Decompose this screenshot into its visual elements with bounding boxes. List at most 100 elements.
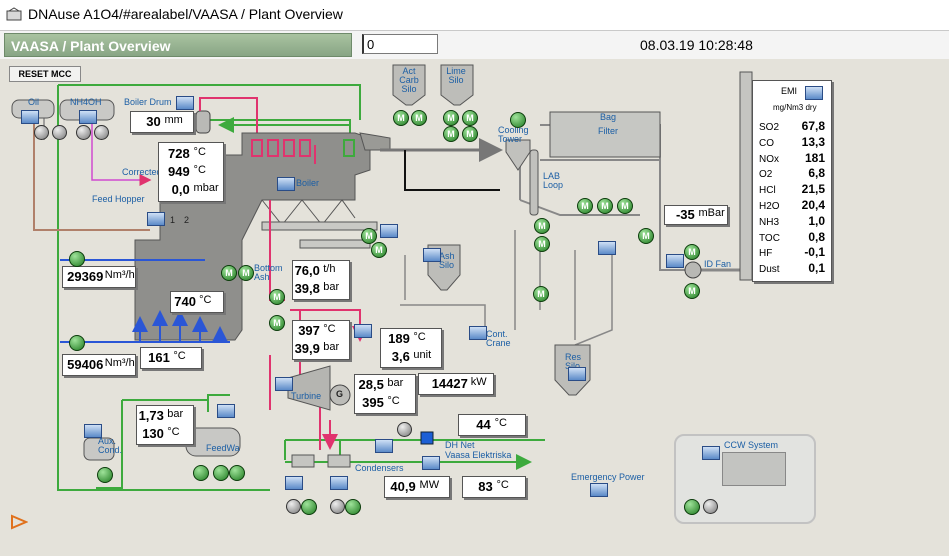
motor-bottom-ash-4[interactable]: M (269, 315, 285, 331)
ash-silo-button[interactable] (423, 248, 441, 262)
label-boiler-drum: Boiler Drum (124, 97, 172, 107)
condensate-valve-1[interactable] (286, 499, 301, 514)
label-corrected: Corrected (122, 167, 162, 177)
feedwater-pump-2[interactable] (213, 465, 229, 481)
nh4oh-valve-1[interactable] (76, 125, 91, 140)
cont-crane-button[interactable] (469, 326, 487, 340)
boiler-drum-button[interactable] (176, 96, 194, 110)
reset-mcc-button[interactable]: RESET MCC (9, 66, 81, 82)
ccw-valve[interactable] (703, 499, 718, 514)
aux-cond-button[interactable] (84, 424, 102, 438)
live-steam-pressure-unit: bar (323, 341, 340, 353)
turbine-button[interactable] (275, 377, 293, 391)
feedwater-pump-3[interactable] (229, 465, 245, 481)
oil-faceplate-button[interactable] (21, 110, 39, 124)
dh-net-button[interactable] (422, 456, 440, 470)
condensate-pump-1[interactable] (301, 499, 317, 515)
emi-row-label: CO (759, 137, 774, 149)
motor-lime-2[interactable]: M (462, 110, 478, 126)
bed-temp-box[interactable]: 740°C (170, 291, 224, 313)
motor-lime-4[interactable]: M (462, 126, 478, 142)
motor-bag-filter-1[interactable]: M (577, 198, 593, 214)
ccw-faceplate-button[interactable] (702, 446, 720, 460)
motor-act-carb-1[interactable]: M (393, 110, 409, 126)
filter-conveyor-button[interactable] (598, 241, 616, 255)
motor-id-fan-1[interactable]: M (684, 244, 700, 260)
oil-valve-2[interactable] (52, 125, 67, 140)
label-turbine: Turbine (291, 391, 322, 401)
emi-row-label: SO2 (759, 122, 780, 133)
ccw-system-panel[interactable]: CCW System (674, 434, 816, 524)
nh4oh-valve-2[interactable] (94, 125, 109, 140)
motor-bottom-ash-1[interactable]: M (221, 265, 237, 281)
emi-unit: mg/Nm3 dry (773, 103, 817, 112)
operator-input[interactable] (362, 34, 438, 54)
motor-bag-filter-3[interactable]: M (617, 198, 633, 214)
label-hopper-2: 2 (184, 215, 190, 225)
emergency-power-button[interactable] (590, 483, 608, 497)
dh-valve[interactable] (397, 422, 412, 437)
emi-title: EMI (781, 86, 798, 96)
motor-act-carb-2[interactable]: M (411, 110, 427, 126)
motor-bottom-ash-3[interactable]: M (269, 289, 285, 305)
emi-row-label: TOC (759, 232, 780, 244)
motor-bag-filter-2[interactable]: M (597, 198, 613, 214)
condensate-pump-2[interactable] (345, 499, 361, 515)
id-fan-button[interactable] (666, 254, 684, 268)
motor-res-conveyor[interactable]: M (533, 286, 549, 302)
furnace-temp-1-value: 728 (168, 146, 190, 161)
dh-temp-box[interactable]: 44°C (458, 414, 526, 436)
condenser-2-button[interactable] (330, 476, 348, 490)
motor-ash-conveyor-2[interactable]: M (371, 242, 387, 258)
emi-row-label: NOx (759, 153, 779, 165)
primary-air-unit: Nm³/h (104, 269, 135, 281)
motor-lab-loop-1[interactable]: M (534, 218, 550, 234)
condenser-1-button[interactable] (285, 476, 303, 490)
motor-id-fan-2[interactable]: M (684, 283, 700, 299)
oil-valve-1[interactable] (34, 125, 49, 140)
condenser-button[interactable] (375, 439, 393, 453)
cooling-tower-fan[interactable] (510, 112, 526, 128)
ash-conveyor-button[interactable] (380, 224, 398, 238)
emi-row: HF-0,1 (759, 245, 827, 261)
res-silo-button[interactable] (568, 367, 586, 381)
boiler-button[interactable] (277, 177, 295, 191)
motor-bottom-ash-2[interactable]: M (238, 265, 254, 281)
motor-lime-3[interactable]: M (443, 126, 459, 142)
motor-ash-conveyor-1[interactable]: M (361, 228, 377, 244)
turbine-inlet-pressure-value: 3,6 (391, 349, 410, 364)
feed-hopper-button[interactable] (147, 212, 165, 226)
nh4oh-faceplate-button[interactable] (79, 110, 97, 124)
feedwater-tank-button[interactable] (217, 404, 235, 418)
steam-flow-value: 76,0 (294, 263, 320, 278)
emi-faceplate-button[interactable] (805, 86, 823, 100)
feedwater-pump-1[interactable] (193, 465, 209, 481)
motor-filter-conveyor[interactable]: M (638, 228, 654, 244)
secondary-air-fan[interactable] (69, 335, 85, 351)
ccw-pump-1[interactable] (684, 499, 700, 515)
air-temp-box[interactable]: 161°C (140, 347, 202, 369)
motor-lime-1[interactable]: M (443, 110, 459, 126)
live-steam-button[interactable] (354, 324, 372, 338)
primary-air-fan[interactable] (69, 251, 85, 267)
dh-return-box[interactable]: 83°C (462, 476, 526, 498)
motor-lab-loop-2[interactable]: M (534, 236, 550, 252)
aux-cond-pump[interactable] (97, 467, 113, 483)
condensate-valve-2[interactable] (330, 499, 345, 514)
